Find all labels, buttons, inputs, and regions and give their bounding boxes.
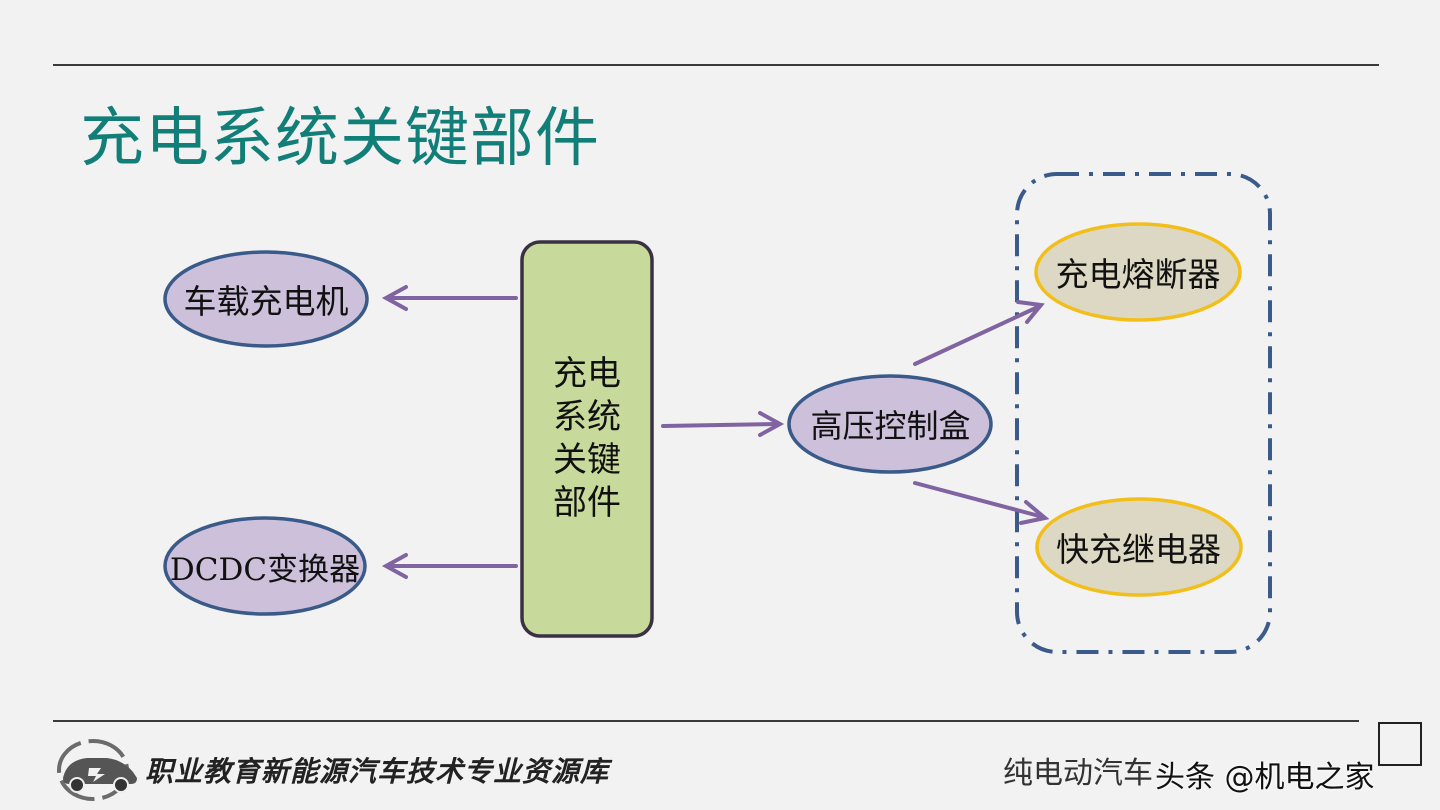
top-divider — [53, 64, 1379, 66]
arrow-to-hv-control-box — [661, 422, 780, 428]
hv-control-box-label: 高压控制盒 — [810, 407, 971, 445]
dashed-group-border — [1015, 172, 1272, 654]
arrowhead-fast-charge-relay — [1019, 500, 1050, 525]
corner-frame — [1378, 722, 1422, 766]
fast-charge-relay-label: 快充继电器 — [1056, 530, 1221, 569]
arrowhead-hv-control-box — [758, 411, 785, 437]
slide-title: 充电系统关键部件 — [80, 102, 600, 176]
footer-watermark: 头条 @机电之家 — [1155, 760, 1375, 795]
car-logo-icon — [57, 739, 137, 801]
footer-brand-text: 职业教育新能源汽车技术专业资源库 — [145, 755, 610, 788]
fast-charge-relay-node — [1035, 497, 1243, 597]
center-line-1: 充电 — [553, 354, 621, 394]
center-line-3: 关键 — [553, 440, 621, 480]
arrowhead-onboard-charger — [381, 285, 408, 311]
arrowhead-dcdc — [381, 553, 408, 579]
hv-control-box-node — [787, 374, 993, 474]
arrowhead-charging-fuse — [1016, 300, 1045, 324]
footer-subtitle: 纯电动汽车 — [1003, 756, 1153, 791]
center-block-label: 充电 系统 关键 部件 — [522, 242, 652, 636]
charging-fuse-node — [1034, 222, 1242, 322]
arrow-to-fast-charge-relay — [913, 481, 1045, 519]
arrow-to-charging-fuse — [913, 304, 1042, 366]
onboard-charger-label: 车载充电机 — [183, 282, 349, 321]
dcdc-label: DCDC变换器 — [169, 551, 361, 588]
center-line-2: 系统 — [553, 397, 621, 437]
center-line-4: 部件 — [553, 483, 621, 523]
bottom-divider — [53, 720, 1359, 722]
charging-fuse-label: 充电熔断器 — [1055, 255, 1221, 294]
onboard-charger-node — [163, 250, 369, 348]
dcdc-node — [163, 516, 367, 616]
center-block — [520, 240, 654, 638]
